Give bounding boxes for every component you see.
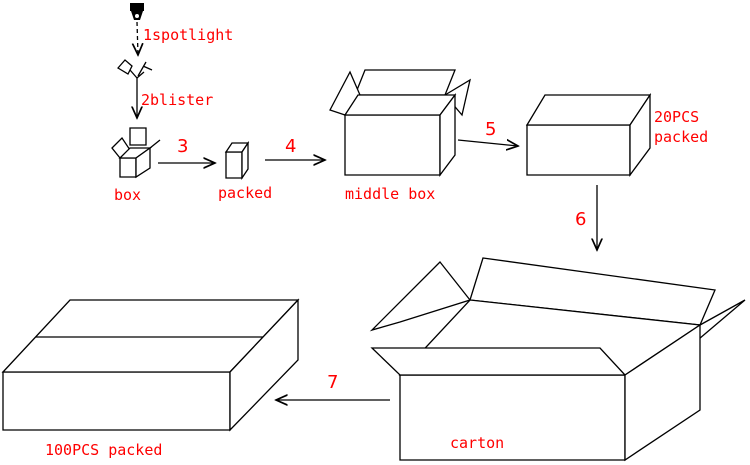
label-blister: 2blister [141,91,213,109]
step-3: 3 [177,136,188,157]
label-20pcs: 20PCS [654,108,699,126]
label-box: box [114,186,141,204]
packed-20pcs-box-icon [525,92,652,177]
label-spotlight: 1spotlight [143,26,233,44]
arrow-5 [457,140,518,146]
spotlight-icon [130,3,144,20]
packed-100pcs-carton-icon [1,298,300,432]
arrow-1 [137,21,138,55]
step-4: 4 [285,136,296,157]
packed-box-icon [224,140,250,181]
label-100pcs-packed: 100PCS packed [45,441,162,459]
label-middle-box: middle box [345,185,435,203]
label-carton: carton [450,434,504,452]
label-20pcs-packed: packed [654,128,708,146]
open-box-icon [111,127,161,179]
step-6: 6 [575,209,586,230]
step-7: 7 [327,372,338,393]
middle-box-icon [329,69,471,177]
carton-icon [369,257,746,462]
blister-icon [116,59,153,79]
step-5: 5 [485,119,496,140]
label-packed: packed [218,184,272,202]
